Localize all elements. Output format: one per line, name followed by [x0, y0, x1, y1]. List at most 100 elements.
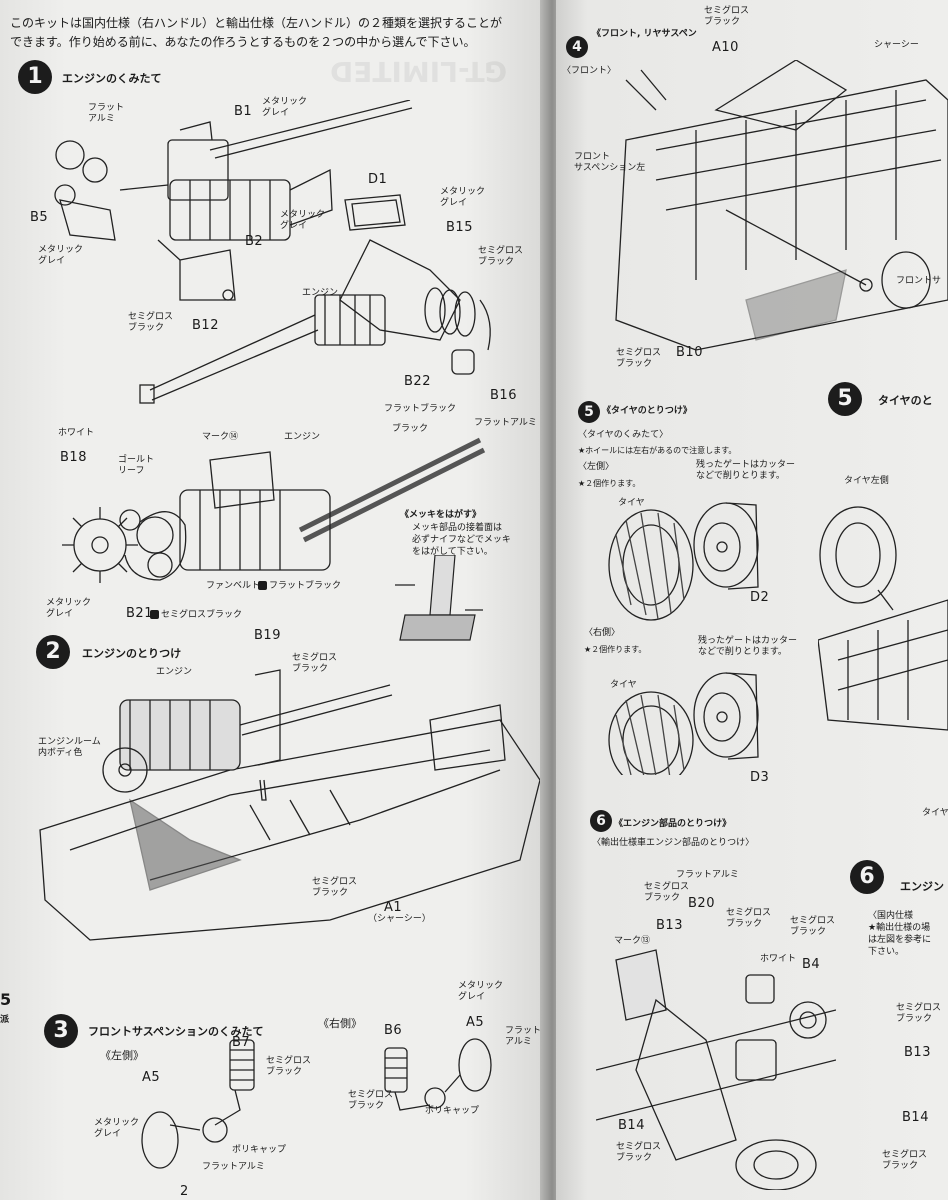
step-6-title: 《エンジン部品のとりつけ》: [614, 819, 732, 829]
label-engine-3: エンジン: [156, 667, 193, 677]
watermark-text: GT-LIMITED: [330, 55, 508, 88]
part-b4: B4: [802, 957, 821, 972]
label-tire-3: タイヤ: [922, 808, 948, 818]
label-semigloss-7: セミグロス ブラック: [348, 1090, 394, 1111]
part-d2: D2: [750, 590, 770, 605]
step-3-badge: 3: [44, 1014, 78, 1048]
right-page: 4 《フロント, リヤサスペン セミグロス ブラック A10 〈フロント〉 シャ…: [556, 0, 948, 1200]
label-flat-alumi-4: フラット アルミ: [505, 1026, 542, 1047]
label-metallic-gray-7: メタリック グレイ: [458, 981, 504, 1002]
label-semigloss-6: セミグロス ブラック: [266, 1056, 312, 1077]
gate-note-2: 残ったゲートはカッター などで削りとります。: [698, 636, 798, 657]
gate-note-1: 残ったゲートはカッター などで削りとります。: [696, 460, 796, 481]
label-engine-room: エンジンルーム 内ボディ色: [38, 737, 101, 758]
label-chassis: （シャーシー）: [368, 914, 431, 924]
label-engine-2: エンジン: [284, 432, 321, 442]
label-right-side-2: 〈右側〉: [584, 628, 621, 638]
intro-line-1: このキットは国内仕様（右ハンドル）と輸出仕様（左ハンドル）の２種類を選択すること…: [10, 16, 503, 30]
part-b14: B14: [618, 1118, 645, 1133]
page-number: 2: [180, 1184, 189, 1199]
part-b14b: B14: [902, 1110, 929, 1125]
step-1-badge: 1: [18, 60, 52, 94]
left-page: このキットは国内仕様（右ハンドル）と輸出仕様（左ハンドル）の２種類を選択すること…: [0, 0, 548, 1200]
part-b2: B2: [245, 234, 264, 249]
label-flat-alumi-1: フラット アルミ: [88, 103, 124, 125]
label-fan-belt: ファンベルト: [206, 581, 261, 591]
edge-mark-2: 派: [0, 1015, 10, 1025]
label-left-side: 《左側》: [100, 1049, 144, 1062]
label-left-note: ★２個作ります。: [578, 479, 641, 488]
label-flat-black-1: フラットブラック: [384, 404, 457, 414]
label-metallic-gray-1: メタリック グレイ: [262, 97, 308, 118]
label-front-s: フロントサ: [896, 276, 942, 286]
part-b18: B18: [60, 450, 87, 465]
step-5-subtitle: 〈タイヤのくみたて〉: [578, 430, 669, 440]
label-semigloss-4: セミグロス ブラック: [292, 653, 338, 674]
engine-pulley-illustration: [62, 437, 486, 583]
intro-line-2: できます。作り始める前に、あなたの作ろうとするものを２つの中から選んで下さい。: [10, 35, 476, 49]
label-left-side-2: 〈左側〉: [578, 462, 615, 472]
part-b19: B19: [254, 628, 281, 643]
front-suspension-illustration: [141, 1038, 492, 1169]
step-4-title: 《フロント, リヤサスペン: [592, 29, 697, 39]
label-front: 〈フロント〉: [562, 66, 617, 76]
paint-swatch-icon: [150, 610, 159, 619]
part-b21: B21: [126, 606, 153, 621]
label-semigloss-5: セミグロス ブラック: [312, 877, 358, 898]
chrome-removal-title: 《メッキをはがす》: [400, 510, 482, 520]
tire-mount-illustration: [818, 506, 948, 731]
part-b12: B12: [192, 318, 219, 333]
part-d3: D3: [750, 770, 770, 785]
label-semigloss-3: セミグロスブラック: [150, 610, 242, 621]
part-b6: B6: [384, 1023, 403, 1038]
step-5-title: 《タイヤのとりつけ》: [602, 406, 692, 416]
label-metallic-gray-2: メタリック グレイ: [38, 245, 84, 266]
label-white-2: ホワイト: [760, 954, 797, 964]
label-flat-alumi-1-text: フラット アルミ: [88, 103, 125, 124]
step-4-badge: 4: [566, 36, 588, 58]
label-semigloss-12: セミグロス ブラック: [790, 916, 836, 937]
step-6b-title: エンジン: [900, 880, 944, 893]
knife-chrome-illustration: [395, 555, 483, 641]
label-flat-alumi-3: フラットアルミ: [202, 1162, 265, 1172]
step-5b-badge: 5: [828, 382, 862, 416]
label-semigloss-1: セミグロス ブラック: [478, 246, 524, 267]
label-black-1: ブラック: [392, 424, 429, 434]
label-semigloss-3-text: セミグロスブラック: [161, 610, 243, 620]
label-flat-alumi-2: フラットアルミ: [474, 418, 537, 428]
part-a10: A10: [712, 40, 739, 55]
label-poly-cap-1: ポリキャップ: [232, 1145, 287, 1155]
label-mark-13: マーク⑬: [614, 936, 651, 946]
step-5b-title: タイヤのと: [878, 394, 933, 407]
step-3-title: フロントサスペンションのくみたて: [88, 1025, 264, 1038]
label-poly-cap-2: ポリキャップ: [425, 1106, 480, 1116]
part-d1: D1: [368, 172, 388, 187]
intro-text: このキットは国内仕様（右ハンドル）と輸出仕様（左ハンドル）の２種類を選択すること…: [10, 14, 530, 52]
label-semigloss-15: セミグロス ブラック: [882, 1150, 928, 1171]
export-engine-parts-illustration: [596, 949, 836, 1190]
label-engine-1: エンジン: [302, 288, 339, 298]
part-a5-left: A5: [142, 1070, 161, 1085]
part-b20: B20: [688, 896, 715, 911]
label-flat-black-2: フラットブラック: [258, 581, 341, 592]
step-2-badge: 2: [36, 635, 70, 669]
label-semigloss-13: セミグロス ブラック: [616, 1142, 662, 1163]
part-b16: B16: [490, 388, 517, 403]
label-mark-14: マーク⑭: [202, 432, 239, 442]
label-semigloss-2: セミグロス ブラック: [128, 312, 174, 333]
step-5-badge: 5: [578, 401, 600, 423]
chrome-removal-note: メッキ部品の接着面は 必ずナイフなどでメッキ をはがして下さい。: [412, 523, 511, 557]
step-6-badge: 6: [590, 810, 612, 832]
rear-suspension-illustration: [615, 60, 948, 351]
label-semigloss-11: セミグロス ブラック: [726, 908, 772, 929]
step-1-title: エンジンのくみたて: [62, 72, 162, 85]
label-right-side: 《右側》: [318, 1017, 362, 1030]
part-b5: B5: [30, 210, 49, 225]
part-a5-right: A5: [466, 1015, 485, 1030]
step-6b-badge: 6: [850, 860, 884, 894]
paint-swatch-icon: [258, 581, 267, 590]
label-gold-leaf: ゴールト リーフ: [118, 455, 155, 476]
chassis-engine-illustration: [39, 669, 541, 941]
part-b10: B10: [676, 345, 703, 360]
